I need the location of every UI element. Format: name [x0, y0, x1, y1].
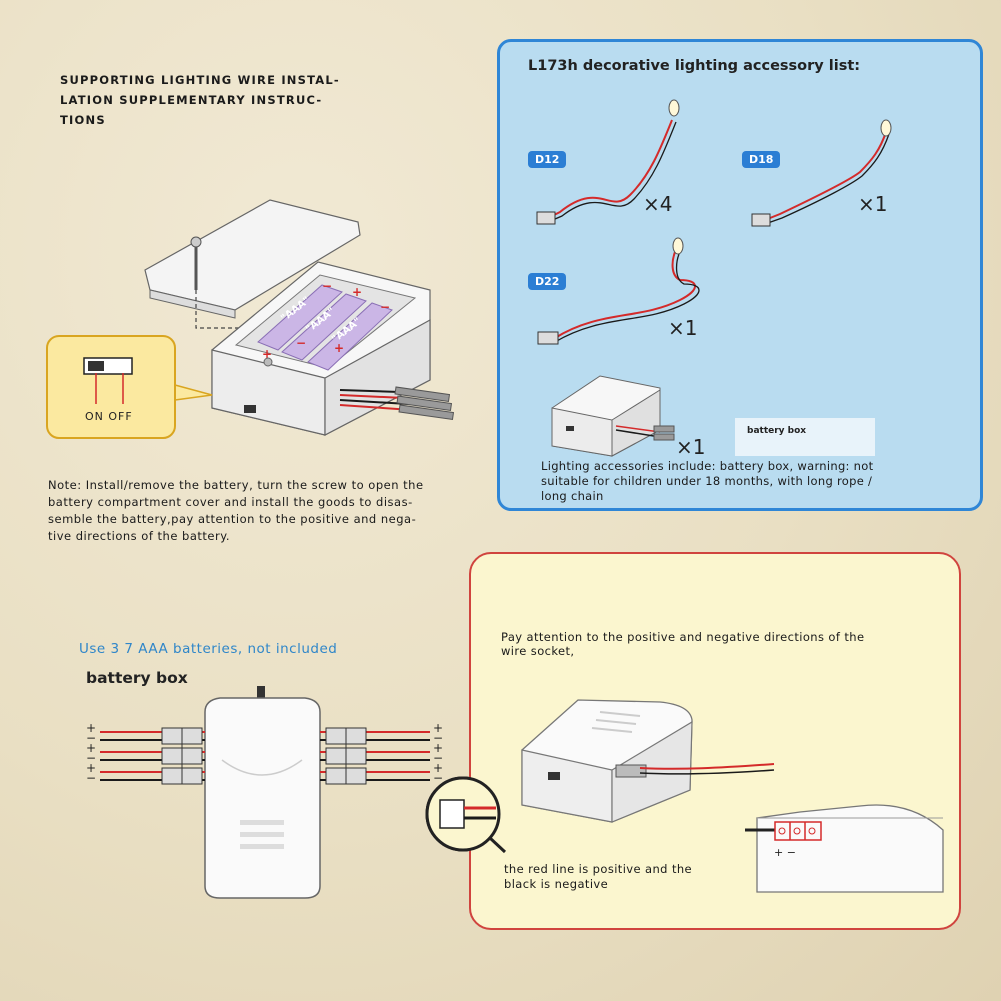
description-line: Lighting accessories include: battery bo…	[541, 459, 874, 473]
battery-requirement: Use 3 7 AAA batteries, not included	[79, 641, 338, 657]
title-line: LATION SUPPLEMENTARY INSTRUC-	[60, 93, 323, 107]
note-line: black is negative	[504, 877, 609, 891]
svg-text:+: +	[352, 285, 362, 299]
socket-polarity-note: Pay attention to the positive and negati…	[501, 630, 911, 658]
accessory-description: Lighting accessories include: battery bo…	[541, 459, 921, 504]
title-line: TIONS	[60, 113, 106, 127]
svg-text:+: +	[262, 347, 272, 361]
note-line: Pay attention to the positive and negati…	[501, 630, 865, 644]
note-line: the red line is positive and the	[504, 862, 693, 876]
left-connectors	[100, 727, 205, 785]
tag-d12: D12	[528, 151, 567, 168]
right-polarity-marks: +− +− +−	[433, 721, 444, 785]
switch-callout	[46, 335, 213, 439]
pcb-polarity-marks: + −	[774, 846, 796, 859]
left-polarity-marks: +− +− +−	[86, 721, 97, 785]
note-line: Note: Install/remove the battery, turn t…	[48, 478, 424, 492]
description-line: suitable for children under 18 months, w…	[541, 474, 873, 488]
note-line: battery compartment cover and install th…	[48, 495, 413, 509]
description-line: long chain	[541, 489, 604, 503]
svg-text:−: −	[322, 279, 332, 293]
install-note: Note: Install/remove the battery, turn t…	[48, 477, 458, 545]
wire-color-note: the red line is positive and the black i…	[504, 862, 734, 892]
qty-battery-box: ×1	[676, 435, 706, 459]
note-line: wire socket,	[501, 644, 575, 658]
svg-text:+: +	[334, 341, 344, 355]
svg-text:−: −	[380, 300, 390, 314]
note-line: semble the battery,pay attention to the …	[48, 512, 417, 526]
tag-d18: D18	[742, 151, 781, 168]
right-connectors	[320, 727, 430, 785]
bottom-battery-box	[100, 686, 430, 899]
battery-box-heading: battery box	[86, 669, 188, 687]
note-line: tive directions of the battery.	[48, 529, 231, 543]
battery-box-label: battery box	[735, 418, 875, 456]
instructions-title: SUPPORTING LIGHTING WIRE INSTAL- LATION …	[60, 70, 360, 130]
switch-label: ON OFF	[85, 410, 133, 423]
qty-d22: ×1	[668, 316, 698, 340]
qty-d12: ×4	[643, 192, 673, 216]
accessory-title: L173h decorative lighting accessory list…	[528, 58, 861, 74]
title-line: SUPPORTING LIGHTING WIRE INSTAL-	[60, 73, 340, 87]
battery-box-illustration: "AAA" "AAA" "AAA" + + + − − −	[144, 199, 455, 436]
qty-d18: ×1	[858, 192, 888, 216]
svg-text:−: −	[296, 336, 306, 350]
tag-d22: D22	[528, 273, 567, 290]
